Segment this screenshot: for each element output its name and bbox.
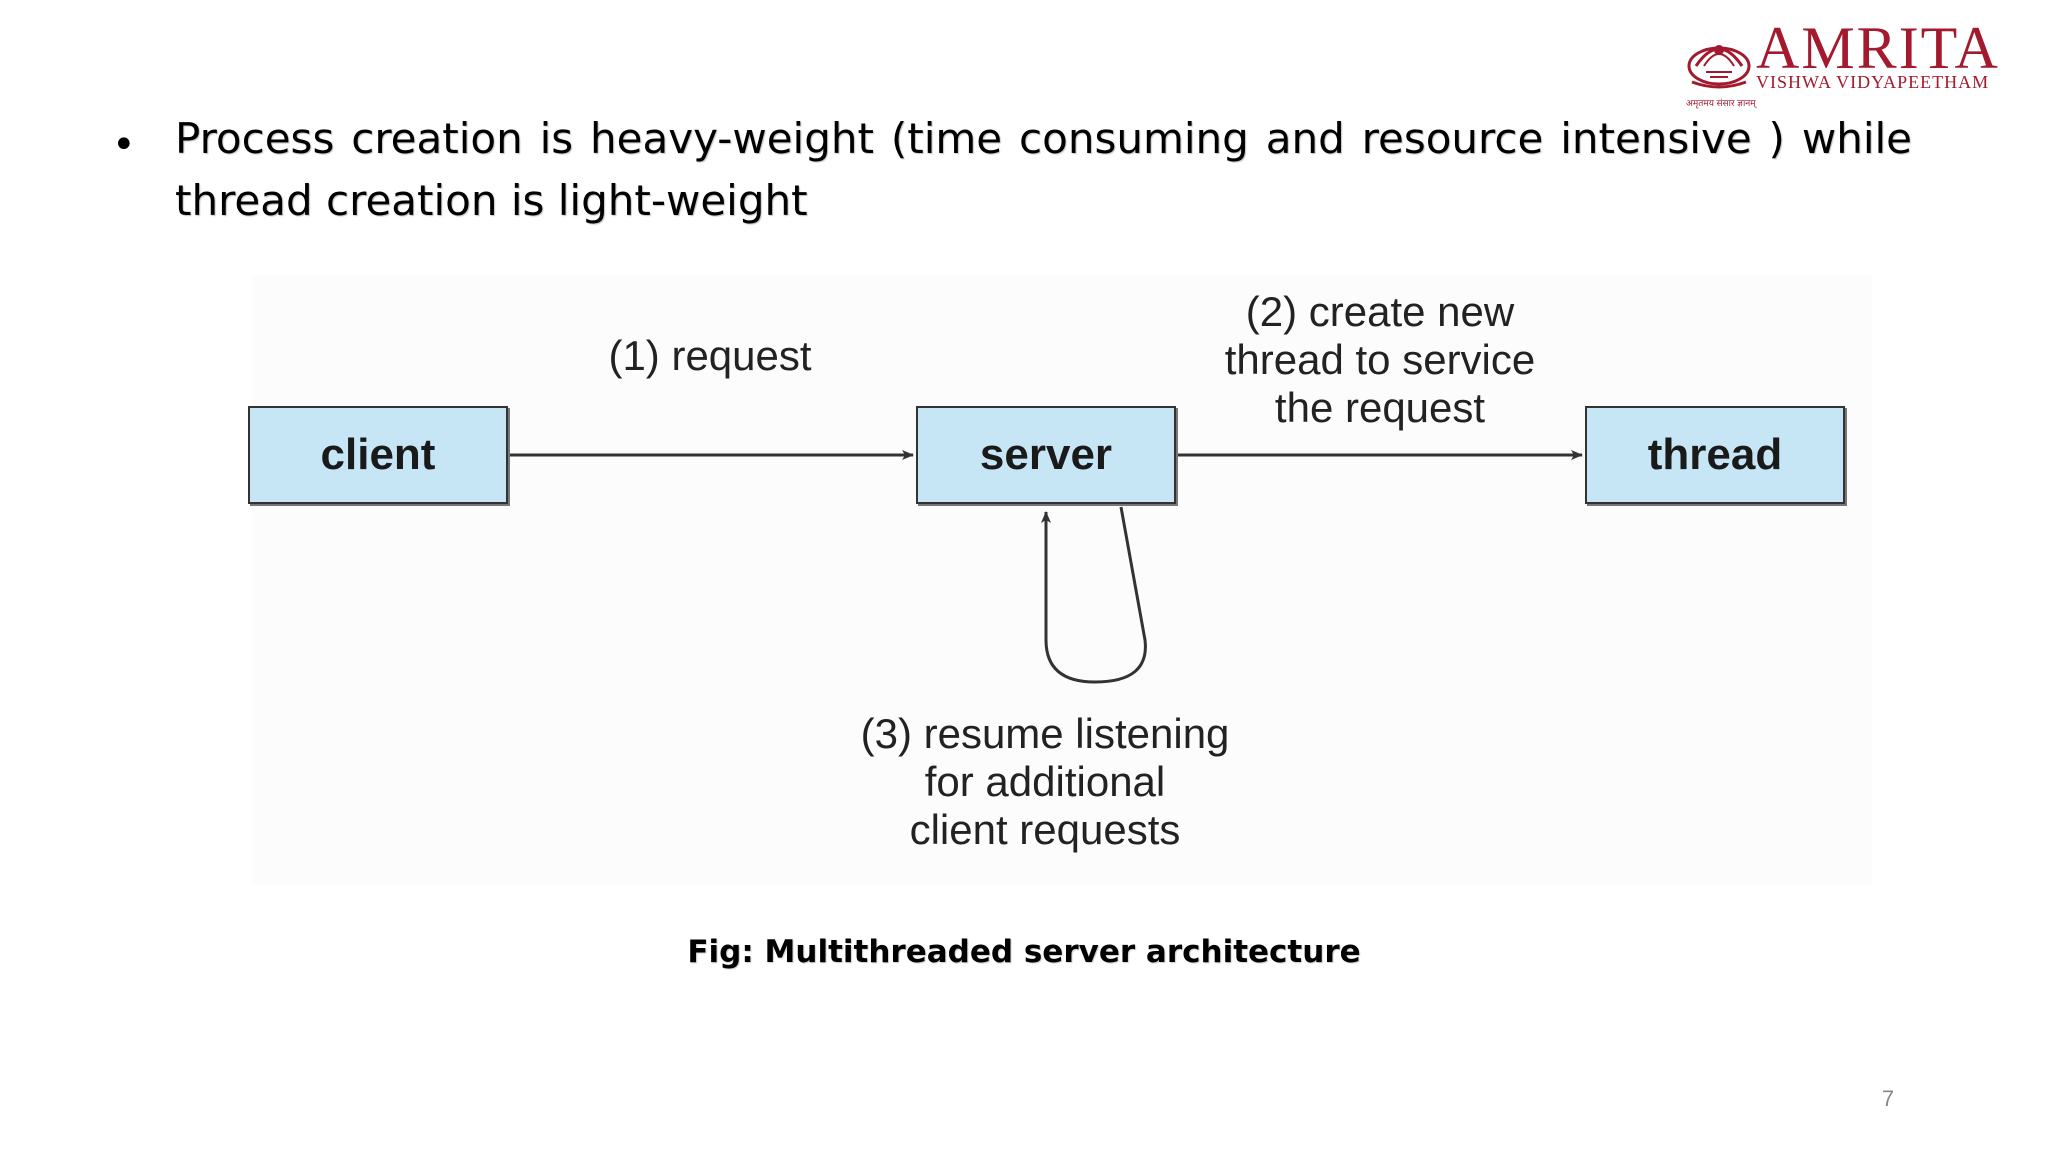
thread-node-label: thread bbox=[1647, 430, 1783, 479]
create-thread-label: (2) create new thread to service the req… bbox=[1170, 288, 1590, 432]
request-label-text: (1) request bbox=[608, 332, 812, 379]
resume-label-line2: for additional bbox=[924, 758, 1166, 805]
client-node: client bbox=[248, 406, 508, 504]
amrita-emblem-icon bbox=[1687, 45, 1751, 89]
client-node-label: client bbox=[320, 430, 436, 479]
bullet-dot-icon: • bbox=[112, 122, 136, 168]
server-node: server bbox=[916, 406, 1176, 504]
resume-label-line1: (3) resume listening bbox=[860, 710, 1230, 757]
logo-name: AMRITA bbox=[1756, 15, 2000, 81]
page-number: 7 bbox=[1881, 1086, 1895, 1111]
diagram-background bbox=[252, 275, 1872, 885]
amrita-logo: AMRITA VISHWA VIDYAPEETHAM अमृतमय संसार … bbox=[1686, 18, 2031, 108]
logo-tagline: अमृतमय संसार ज्ञानम् bbox=[1686, 98, 1756, 108]
create-thread-label-line3: the request bbox=[1274, 384, 1486, 431]
logo-subtitle: VISHWA VIDYAPEETHAM bbox=[1756, 72, 1990, 92]
create-thread-label-line1: (2) create new bbox=[1245, 288, 1515, 335]
thread-node: thread bbox=[1585, 406, 1845, 504]
create-thread-label-line2: thread to service bbox=[1224, 336, 1536, 383]
resume-label-line3: client requests bbox=[909, 806, 1181, 853]
resume-listening-label: (3) resume listening for additional clie… bbox=[800, 710, 1290, 854]
figure-caption: Fig: Multithreaded server architecture bbox=[687, 934, 1361, 970]
request-label: (1) request bbox=[560, 332, 860, 380]
resume-loop-arrow bbox=[1041, 506, 1147, 684]
server-node-label: server bbox=[979, 430, 1113, 479]
bullet-text: Process creation is heavy-weight (time c… bbox=[175, 114, 1912, 225]
bullet-point: • Process creation is heavy-weight (time… bbox=[112, 108, 1912, 232]
